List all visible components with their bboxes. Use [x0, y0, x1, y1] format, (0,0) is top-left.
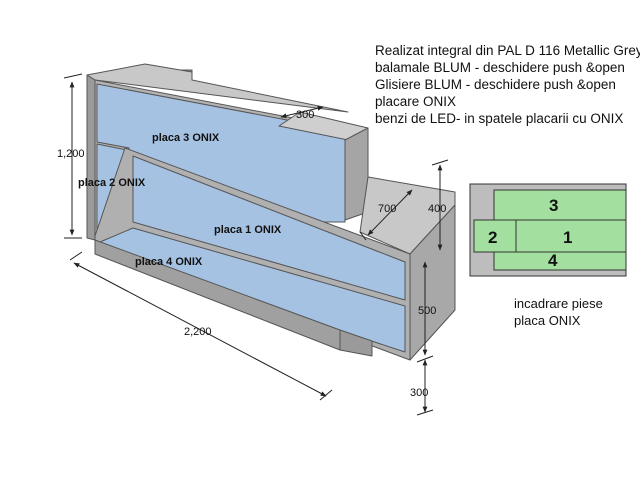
key-number-4: 4 [548, 251, 558, 270]
spec-line-cladding: placare ONIX [375, 94, 457, 109]
placa-2-label: placa 2 ONIX [78, 177, 146, 189]
key-panel-2 [473, 219, 517, 253]
spec-line-hinges: balamale BLUM - deschidere push &open [375, 60, 625, 75]
placa-4-label: placa 4 ONIX [135, 256, 203, 268]
dimension-lines [63, 73, 449, 416]
dim-side-top: 400 [428, 203, 446, 215]
key-caption: incadrare piese placa ONIX [514, 295, 603, 329]
spec-line-led: benzi de LED- in spatele placarii cu ONI… [375, 111, 624, 126]
dim-side-bottom: 300 [410, 387, 428, 399]
key-panel-1 [515, 219, 627, 253]
dim-counter-depth: 700 [378, 203, 396, 215]
spec-line-material: Realizat integral din PAL D 116 Metallic… [375, 43, 640, 58]
key-panel-4 [493, 251, 627, 271]
dim-height: 1,200 [57, 148, 85, 160]
key-number-1: 1 [563, 228, 572, 247]
placa-1-label: placa 1 ONIX [214, 224, 282, 236]
back-left-side [86, 74, 96, 241]
key-caption-line1: incadrare piese [514, 296, 603, 311]
spec-line-slides: Glisiere BLUM - deschidere push &open [375, 77, 616, 92]
dim-length: 2,200 [184, 326, 212, 338]
onyx-layout-key [469, 183, 627, 277]
key-panel-3 [493, 189, 627, 221]
key-caption-line2: placa ONIX [514, 313, 581, 328]
dim-side-mid: 500 [418, 305, 436, 317]
placa-3-label: placa 3 ONIX [152, 132, 220, 144]
key-number-3: 3 [549, 196, 558, 215]
placa-1-panel [132, 155, 406, 301]
key-number-2: 2 [488, 228, 497, 247]
dim-top-depth: 300 [296, 109, 314, 121]
spec-notes: Realizat integral din PAL D 116 Metallic… [375, 42, 640, 127]
